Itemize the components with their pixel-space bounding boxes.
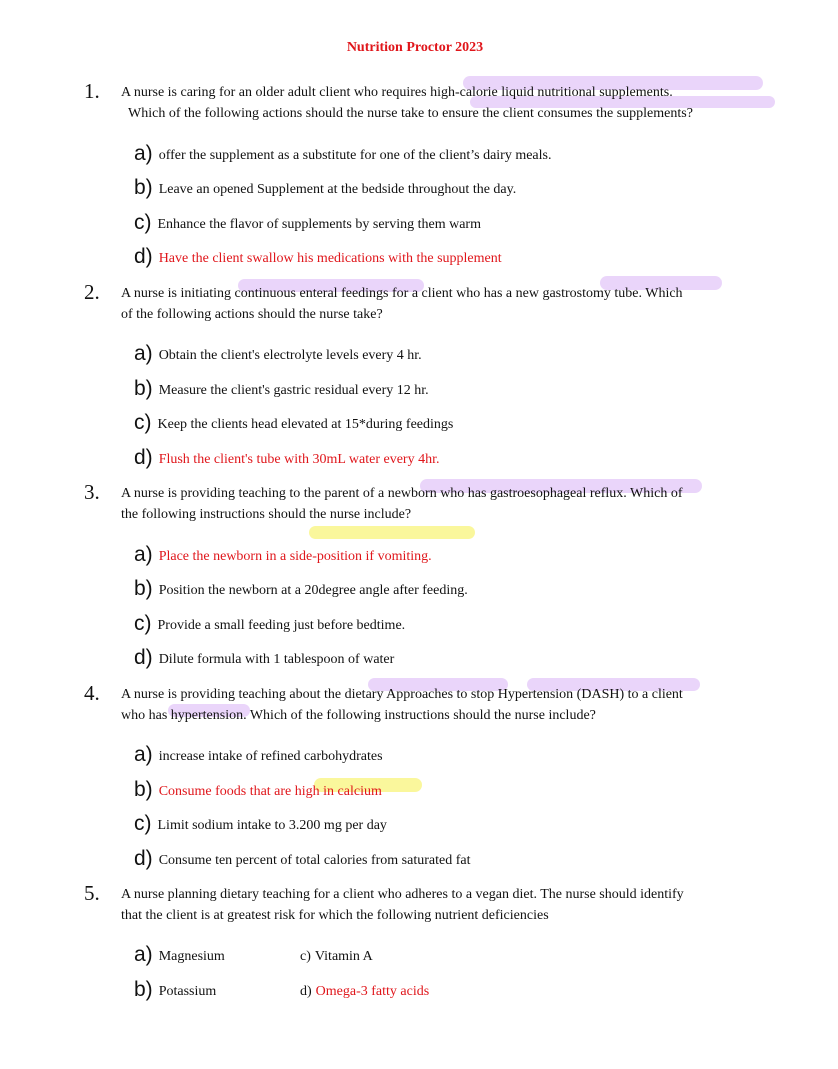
question-text: A nurse is providing teaching about the …: [121, 685, 781, 726]
answer-option[interactable]: a) Magnesium: [134, 944, 225, 968]
option-text: Dilute formula with 1 tablespoon of wate…: [158, 652, 395, 667]
option-text: Vitamin A: [314, 949, 373, 964]
highlight-mark: [420, 479, 702, 493]
option-letter: c): [300, 949, 311, 964]
question-number: 4.: [84, 681, 100, 705]
answer-option[interactable]: b) Measure the client's gastric residual …: [134, 378, 429, 402]
option-text: Consume ten percent of total calories fr…: [158, 853, 471, 868]
question-number: 1.: [84, 79, 100, 103]
question-line: of the following actions should the nurs…: [121, 306, 383, 322]
option-letter: b): [134, 778, 153, 801]
highlight-mark: [238, 279, 424, 292]
highlight-mark: [309, 526, 475, 539]
option-text: increase intake of refined carbohydrates: [158, 749, 383, 764]
highlight-mark: [368, 678, 508, 691]
option-letter: a): [134, 342, 153, 365]
question-number: 2.: [84, 280, 100, 304]
highlight-mark: [314, 778, 422, 792]
option-letter: c): [134, 612, 152, 635]
option-letter: d): [134, 847, 153, 870]
option-letter: b): [134, 978, 153, 1001]
answer-option[interactable]: c) Limit sodium intake to 3.200 mg per da…: [134, 813, 387, 837]
option-text: Place the newborn in a side-position if …: [158, 549, 432, 564]
question-text: A nurse is caring for an older adult cli…: [121, 83, 781, 124]
answer-option[interactable]: b) Position the newborn at a 20degree ang…: [134, 578, 468, 602]
option-letter: a): [134, 543, 153, 566]
highlight-mark: [470, 96, 775, 108]
option-text: Measure the client's gastric residual ev…: [158, 383, 429, 398]
option-letter: d): [134, 446, 153, 469]
answer-option[interactable]: c) Enhance the flavor of supplements by s…: [134, 212, 481, 236]
answer-option[interactable]: a) increase intake of refined carbohydrat…: [134, 744, 383, 768]
question-text: A nurse is providing teaching to the par…: [121, 484, 781, 525]
option-letter: a): [134, 943, 153, 966]
answer-option[interactable]: a) offer the supplement as a substitute f…: [134, 143, 552, 167]
option-text: Have the client swallow his medications …: [158, 251, 502, 266]
answer-option-correct[interactable]: d) Have the client swallow his medication…: [134, 246, 502, 270]
question-line: A nurse is providing teaching to the par…: [121, 486, 683, 501]
option-text: Consume foods that are high in calcium: [158, 784, 382, 799]
option-letter: d): [134, 245, 153, 268]
highlight-mark: [527, 678, 700, 691]
option-text: offer the supplement as a substitute for…: [158, 148, 552, 163]
question-line: who has hypertension. Which of the follo…: [121, 707, 596, 723]
answer-option[interactable]: c) Provide a small feeding just before be…: [134, 613, 405, 637]
highlight-mark: [168, 704, 250, 717]
question-number: 3.: [84, 480, 100, 504]
question-number: 5.: [84, 881, 100, 905]
option-text: Leave an opened Supplement at the bedsid…: [158, 182, 517, 197]
option-letter: c): [134, 812, 152, 835]
option-letter: b): [134, 377, 153, 400]
highlight-mark: [600, 276, 722, 290]
option-text: Obtain the client's electrolyte levels e…: [158, 348, 422, 363]
option-text: Position the newborn at a 20degree angle…: [158, 583, 468, 598]
answer-option-correct[interactable]: d)Omega-3 fatty acids: [300, 981, 429, 1003]
option-text: Magnesium: [158, 949, 225, 964]
highlight-mark: [463, 76, 763, 90]
question-text: A nurse is initiating continuous enteral…: [121, 284, 781, 325]
answer-option[interactable]: a) Obtain the client's electrolyte levels…: [134, 343, 422, 367]
option-letter: d): [300, 984, 312, 999]
answer-option[interactable]: c)Vitamin A: [300, 946, 373, 968]
option-text: Limit sodium intake to 3.200 mg per day: [157, 818, 387, 833]
answer-option[interactable]: c) Keep the clients head elevated at 15*d…: [134, 412, 453, 436]
option-letter: d): [134, 646, 153, 669]
question-line: A nurse planning dietary teaching for a …: [121, 887, 684, 902]
option-text: Omega-3 fatty acids: [315, 984, 430, 999]
question-line: the following instructions should the nu…: [121, 506, 412, 522]
answer-option[interactable]: b) Potassium: [134, 979, 216, 1003]
option-letter: a): [134, 743, 153, 766]
answer-option[interactable]: d) Dilute formula with 1 tablespoon of wa…: [134, 647, 394, 671]
option-letter: c): [134, 211, 152, 234]
option-letter: b): [134, 176, 153, 199]
option-text: Enhance the flavor of supplements by ser…: [157, 217, 481, 232]
option-text: Keep the clients head elevated at 15*dur…: [157, 417, 454, 432]
option-letter: b): [134, 577, 153, 600]
option-letter: a): [134, 142, 153, 165]
option-text: Flush the client's tube with 30mL water …: [158, 452, 440, 467]
answer-option-correct[interactable]: a) Place the newborn in a side-position i…: [134, 544, 432, 568]
option-text: Potassium: [158, 984, 217, 999]
question-line: A nurse is providing teaching about the …: [121, 687, 683, 702]
option-letter: c): [134, 411, 152, 434]
answer-option-correct[interactable]: b) Consume foods that are high in calcium: [134, 779, 382, 803]
question-line: A nurse is initiating continuous enteral…: [121, 286, 683, 301]
question-line: Which of the following actions should th…: [128, 105, 693, 121]
answer-option[interactable]: b) Leave an opened Supplement at the beds…: [134, 177, 516, 201]
question-line: A nurse is caring for an older adult cli…: [121, 85, 673, 100]
document-title: Nutrition Proctor 2023: [346, 40, 484, 55]
option-text: Provide a small feeding just before bedt…: [157, 618, 406, 633]
answer-option[interactable]: d) Consume ten percent of total calories …: [134, 848, 470, 872]
question-text: A nurse planning dietary teaching for a …: [121, 885, 781, 926]
answer-option-correct[interactable]: d) Flush the client's tube with 30mL wate…: [134, 447, 439, 471]
question-line: that the client is at greatest risk for …: [121, 907, 549, 923]
